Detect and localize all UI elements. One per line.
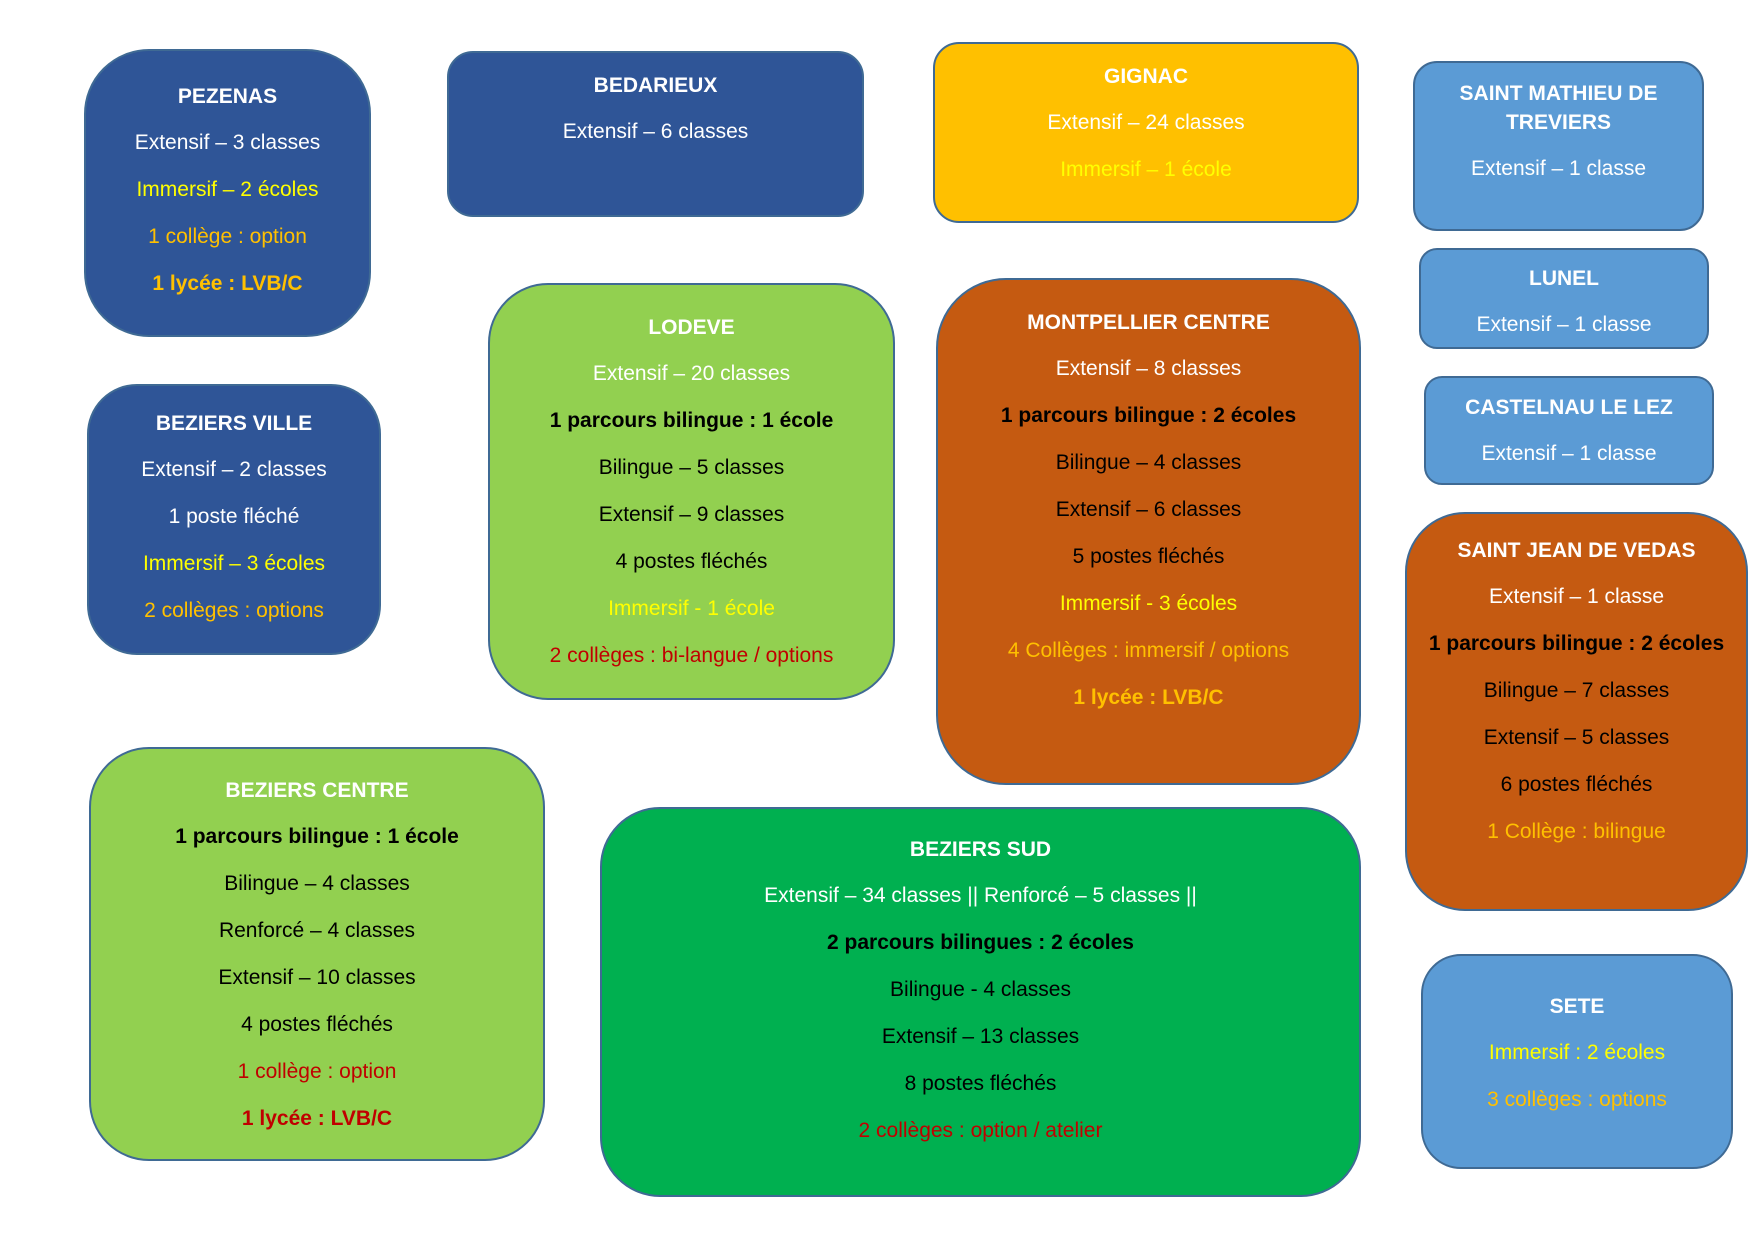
box-title: BEZIERS VILLE [155,412,313,435]
box-beziers-ville: BEZIERS VILLE Extensif – 2 classes 1 pos… [87,384,381,655]
box-title: BEZIERS SUD [909,838,1052,861]
box-saint-mathieu-de-treviers: SAINT MATHIEU DE TREVIERS Extensif – 1 c… [1413,61,1704,231]
box-line: Extensif – 1 classe [1476,313,1652,336]
box-title: MONTPELLIER CENTRE [1027,311,1270,334]
box-title: LUNEL [1529,267,1599,290]
box-line: Bilingue – 7 classes [1483,679,1670,702]
box-line: 2 collèges : options [144,599,324,622]
box-title: GIGNAC [1104,65,1188,88]
box-line: Extensif – 10 classes [218,966,416,989]
box-line: Immersif – 2 écoles [136,178,319,201]
box-pezenas: PEZENAS Extensif – 3 classes Immersif – … [84,49,371,337]
box-title: BEDARIEUX [593,74,718,97]
box-line: Extensif – 24 classes [1047,111,1245,134]
box-title: LODEVE [648,316,735,339]
box-line: Bilingue – 4 classes [224,872,410,895]
box-line: Extensif – 5 classes [1483,726,1670,749]
box-montpellier-centre: MONTPELLIER CENTRE Extensif – 8 classes … [936,278,1361,785]
box-line: Immersif - 1 école [608,597,775,620]
box-line: Extensif – 9 classes [598,503,785,526]
box-line: 1 lycée : LVB/C [152,272,303,295]
box-line: 2 collèges : bi-langue / options [549,644,834,667]
box-line: Extensif – 6 classes [562,120,749,143]
box-line: 6 postes fléchés [1500,773,1653,796]
box-line: 5 postes fléchés [1072,545,1225,568]
box-line: Extensif – 20 classes [592,362,791,385]
box-line: Immersif – 1 école [1060,158,1232,181]
box-line: 3 collèges : options [1487,1088,1667,1111]
box-lunel: LUNEL Extensif – 1 classe [1419,248,1709,349]
box-line: Extensif – 6 classes [1055,498,1242,521]
box-line: 1 lycée : LVB/C [1073,686,1224,709]
box-lodeve: LODEVE Extensif – 20 classes 1 parcours … [488,283,895,700]
box-line: Extensif – 13 classes [881,1025,1080,1048]
box-line: 8 postes fléchés [904,1072,1057,1095]
box-line: Bilingue - 4 classes [890,978,1071,1001]
box-line: 1 parcours bilingue : 1 école [549,409,834,432]
box-line: Extensif – 2 classes [141,458,327,481]
box-line: 2 collèges : option / atelier [858,1119,1103,1142]
box-line: 4 postes fléchés [615,550,768,573]
box-title: SAINT JEAN DE VEDAS [1457,539,1696,562]
box-line: 1 poste fléché [168,505,300,528]
box-beziers-centre: BEZIERS CENTRE 1 parcours bilingue : 1 é… [89,747,545,1161]
box-line: 1 lycée : LVB/C [241,1107,393,1130]
box-line: 1 collège : option [148,225,307,248]
box-line: 1 collège : option [237,1060,397,1083]
box-line: Bilingue – 4 classes [1055,451,1242,474]
box-line: 1 parcours bilingue : 2 écoles [1000,404,1297,427]
box-line: Immersif : 2 écoles [1488,1041,1666,1064]
box-gignac: GIGNAC Extensif – 24 classes Immersif – … [933,42,1359,223]
box-line: Extensif – 3 classes [134,131,321,154]
box-line: 1 parcours bilingue : 1 école [175,825,459,848]
box-line: 1 Collège : bilingue [1487,820,1666,843]
box-line: Extensif – 1 classe [1481,442,1657,465]
box-title: BEZIERS CENTRE [225,779,409,802]
box-line: Extensif – 8 classes [1055,357,1242,380]
box-line: Extensif – 1 classe [1488,585,1665,608]
box-title: PEZENAS [177,85,278,108]
box-title: CASTELNAU LE LEZ [1465,396,1673,419]
box-line: Extensif – 1 classe [1470,157,1647,180]
box-title: SAINT MATHIEU DE TREVIERS [1459,82,1658,134]
box-line: 4 Collèges : immersif / options [1007,639,1290,662]
box-line: Bilingue – 5 classes [598,456,785,479]
box-line: Immersif – 3 écoles [142,552,326,575]
box-line: 2 parcours bilingues : 2 écoles [827,931,1134,954]
box-castelnau-le-lez: CASTELNAU LE LEZ Extensif – 1 classe [1424,376,1714,485]
box-line: 4 postes fléchés [241,1013,393,1036]
box-line: Extensif – 34 classes || Renforcé – 5 cl… [764,884,1197,907]
box-title: SETE [1549,995,1605,1018]
box-sete: SETE Immersif : 2 écoles 3 collèges : op… [1421,954,1733,1169]
box-line: Renforcé – 4 classes [218,919,416,942]
box-saint-jean-de-vedas: SAINT JEAN DE VEDAS Extensif – 1 classe … [1405,512,1748,911]
box-bedarieux: BEDARIEUX Extensif – 6 classes [447,51,864,217]
box-beziers-sud: BEZIERS SUD Extensif – 34 classes || Ren… [600,807,1361,1197]
box-line: 1 parcours bilingue : 2 écoles [1428,632,1725,655]
box-line: Immersif - 3 écoles [1059,592,1238,615]
